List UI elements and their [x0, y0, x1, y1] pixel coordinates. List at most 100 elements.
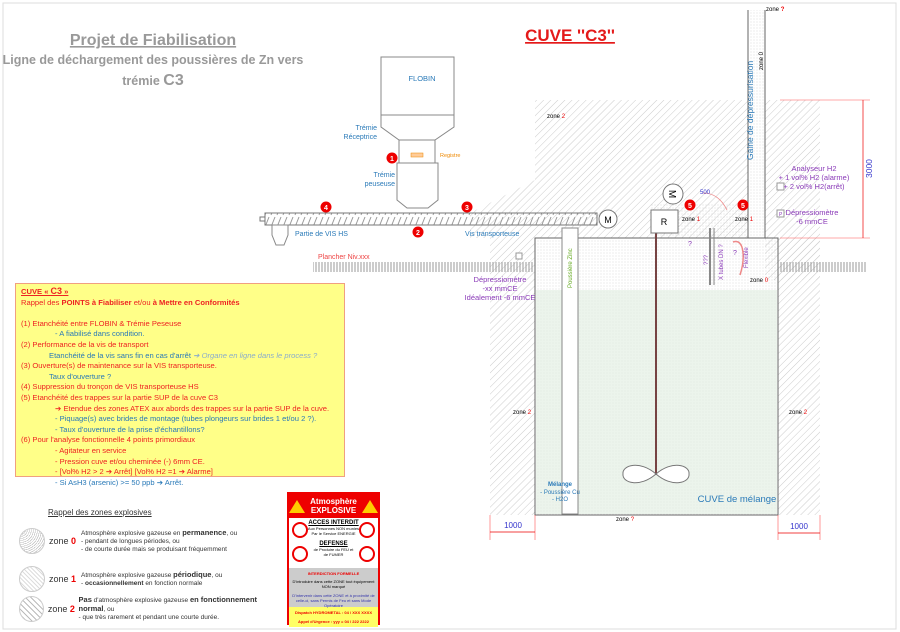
sign-dispatch: Dispatch HYDROMETAL : 04 / XXX XXXX	[295, 610, 372, 615]
sign-defense-sub: de Produire du FEU et de FUMER	[313, 547, 354, 557]
zinc-dust-label: Poussière Zinc	[568, 248, 574, 288]
agitator-propeller	[622, 464, 690, 484]
plancher-label: Plancher Niv.xxx	[318, 254, 370, 261]
note-4: (4) Suppression du tronçon de VIS transp…	[21, 382, 199, 392]
agitator-motor-label: M	[666, 190, 677, 198]
zone-top-label: zone ?	[766, 7, 785, 13]
subtitle: Ligne de déchargement des poussières de …	[3, 53, 304, 67]
screw-outlet-hs	[271, 224, 289, 246]
floor-right	[780, 262, 866, 272]
zone-gaine-label: zone 0	[759, 51, 765, 70]
note-2a: Etanchéité de la vis sans fin en cas d'a…	[49, 350, 318, 360]
numbered-markers: 1 2 3 4 5 5	[320, 152, 749, 238]
question-mark: ?	[688, 241, 692, 248]
note-5: (5) Etanchéité des trappes sur la partie…	[21, 392, 218, 402]
marker-5a: 5	[688, 203, 692, 210]
cuve-title: CUVE ''C3''	[525, 26, 615, 45]
legend-zone-0: zone 0 Atmosphère explosive gazeuse en p…	[19, 528, 237, 554]
screw-motor	[598, 209, 618, 229]
zone-0-label: zone 0	[750, 278, 769, 284]
receiving-hopper	[380, 114, 455, 141]
zone-labels: zone 2 zone 1 zone 1 zone 0 zone 2 zone …	[513, 114, 808, 523]
pressure-gauge-box	[776, 209, 785, 218]
flexible-hose	[732, 240, 744, 276]
marker-1: 1	[390, 156, 394, 163]
hopper-neck	[398, 139, 436, 164]
zone0-swatch	[19, 528, 45, 554]
floor-left	[313, 262, 535, 272]
gaine-zone0	[749, 10, 764, 238]
note-5c: - Taux d'ouverture de la prise d'échanti…	[55, 424, 205, 434]
note-6b: - Pression cuve et/ou cheminée (-) 6mm C…	[55, 456, 205, 466]
registre-label: Registre	[440, 153, 460, 159]
sign-defense: DEFENSE	[319, 541, 348, 547]
zone-2-label-left: zone 2	[513, 410, 532, 416]
dimension-1000-left: 1000	[504, 521, 522, 530]
zinc-dust-pipe	[561, 227, 579, 515]
sign-access-denied: ACCES INTERDIT	[308, 520, 359, 526]
sign-title-2: EXPLOSIVE	[310, 506, 357, 515]
ex-warning-icon	[289, 499, 305, 513]
h2-analyser-box	[776, 182, 785, 191]
sign-title-1: Atmosphère	[310, 497, 357, 506]
no-smoking-icon	[359, 546, 375, 562]
sign-interdiction: INTERDICTION FORMELLE	[307, 571, 360, 576]
zone1-swatch	[19, 566, 45, 592]
question-mark-2: ?	[733, 250, 737, 257]
note-3: (3) Ouverture(s) de maintenance sur la V…	[21, 361, 217, 371]
zone2-slope	[470, 180, 535, 238]
dimension-1000-right: 1000	[790, 522, 808, 531]
mixing-tank-label: CUVE de mélange	[698, 494, 777, 505]
mix-item-1: - Poussière Cu	[540, 490, 580, 496]
zone2-swatch	[19, 596, 44, 622]
note-1: (1) Etanchéité entre FLOBIN & Trémie Pes…	[21, 318, 182, 328]
note-6c: - [Vol% H2 > 2 ➔ Arrêt] [Vol% H2 =1 ➔ Al…	[55, 467, 213, 477]
left-gauge-box	[515, 252, 523, 260]
notes-panel: CUVE « C3 » Rappel des POINTS à Fiabilis…	[15, 283, 345, 487]
x-tubes-label: X tubes DN ?	[719, 244, 725, 280]
legend-title: Rappel des zones explosives	[48, 508, 152, 517]
screw-conveyor	[264, 212, 598, 226]
no-entry-icon-right	[359, 522, 375, 538]
legend-zone-2: zone 2 Pas d'atmosphère explosive gazeus…	[19, 596, 285, 622]
zone-1-label-a: zone 1	[682, 217, 701, 223]
no-fire-icon	[292, 546, 308, 562]
legend-zone-1: zone 1 Atmosphère explosive gazeuse péri…	[19, 566, 222, 592]
sign-interdiction-sub: D'introduire dans cette ZONE tout équipe…	[292, 579, 375, 589]
sign-emergency: Appel d'Urgence : yyy = 04 / 222 2222	[298, 619, 369, 624]
p-label: P	[779, 212, 783, 218]
flobin-container	[380, 56, 455, 116]
sign-interdiction-sub2: D'intervenir dans cette ZONE et à proxim…	[292, 593, 375, 608]
flexible-label: Flexible	[744, 247, 750, 268]
zone2-right-area	[765, 100, 820, 280]
h2-analyser-label: Analyseur H2+ 1 vol% H2 (alarme)+ 2 vol%…	[779, 164, 850, 191]
question-marks: ???	[704, 254, 710, 265]
marker-3: 3	[465, 205, 469, 212]
note-2: (2) Performance de la vis de transport	[21, 339, 149, 349]
screw-hs-label: Partie de VIS HS	[295, 231, 348, 238]
dim-500-arrow	[702, 192, 728, 211]
note-1a: - A fiabilisé dans condition.	[55, 329, 145, 339]
agitator-motor	[662, 183, 684, 205]
mix-item-2: - H2O	[552, 497, 568, 503]
note-5b: - Piquage(s) avec brides de montage (tub…	[55, 414, 317, 424]
note-5a: ➔ Etendue des zones ATEX aux abords des …	[55, 403, 330, 413]
notes-intro: Rappel des POINTS à Fiabiliser et/ou à M…	[21, 297, 240, 307]
subtitle-2: trémie C3	[122, 72, 184, 89]
page-title: Projet de Fiabilisation	[70, 32, 236, 49]
zone-2-label-top: zone 2	[547, 114, 566, 120]
flobin-label: FLOBIN	[408, 74, 435, 83]
note-6: (6) Pour l'analyse fonctionnelle 4 point…	[21, 435, 196, 445]
screw-motor-label: M	[604, 215, 612, 225]
ex-warning-icon-right	[362, 499, 378, 513]
sign-access-sub: Aux Personnes NON munies Par le Service …	[307, 526, 360, 536]
marker-2: 2	[416, 230, 420, 237]
zone-q-label: zone ?	[616, 517, 635, 523]
marker-4: 4	[324, 205, 328, 212]
